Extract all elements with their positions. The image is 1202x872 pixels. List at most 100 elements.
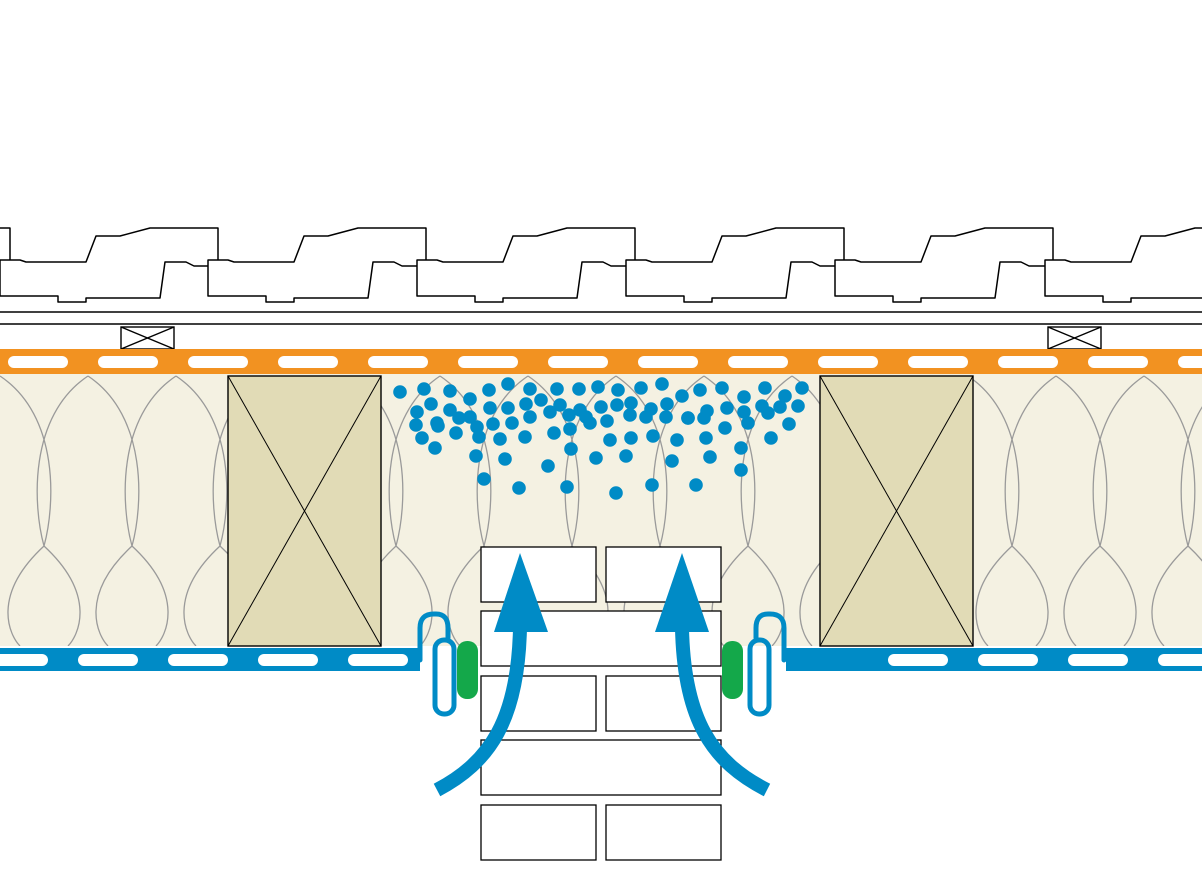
moisture-drop-icon — [523, 382, 537, 396]
moisture-drop-icon — [534, 393, 548, 407]
moisture-drop-icon — [715, 381, 729, 395]
batten-lines — [0, 311, 1202, 325]
moisture-drop-icon — [720, 401, 734, 415]
moisture-drop-icon — [553, 398, 567, 412]
moisture-drop-icon — [572, 382, 586, 396]
moisture-drop-icon — [415, 431, 429, 445]
roof-tile-icon — [0, 227, 219, 303]
roof-tile-icon — [207, 227, 427, 303]
batten-icon — [1047, 326, 1102, 350]
moisture-drop-icon — [547, 426, 561, 440]
moisture-drop-icon — [591, 380, 605, 394]
moisture-drop-icon — [737, 405, 751, 419]
rafters — [227, 375, 974, 647]
moisture-drop-icon — [741, 416, 755, 430]
moisture-drop-icon — [623, 408, 637, 422]
moisture-drop-icon — [501, 377, 515, 391]
moisture-drop-icon — [634, 381, 648, 395]
moisture-drop-icon — [624, 431, 638, 445]
moisture-drop-icon — [482, 383, 496, 397]
sealant-icon — [457, 641, 478, 699]
counter-battens — [120, 326, 1102, 350]
vapour-barrier — [0, 648, 1202, 671]
moisture-drop-icon — [541, 459, 555, 473]
sealant-beads — [457, 641, 743, 699]
moisture-drop-icon — [463, 410, 477, 424]
moisture-drop-icon — [452, 411, 466, 425]
moisture-drop-icon — [665, 454, 679, 468]
moisture-drop-icon — [472, 430, 486, 444]
moisture-drop-icon — [583, 416, 597, 430]
moisture-drop-icon — [563, 422, 577, 436]
moisture-drop-icon — [501, 401, 515, 415]
moisture-drop-icon — [486, 417, 500, 431]
moisture-drop-icon — [670, 433, 684, 447]
moisture-drop-icon — [523, 410, 537, 424]
moisture-drop-icon — [639, 410, 653, 424]
moisture-drop-icon — [659, 410, 673, 424]
moisture-drop-icon — [550, 382, 564, 396]
moisture-drop-icon — [795, 381, 809, 395]
moisture-drop-icon — [594, 400, 608, 414]
sealant-icon — [722, 641, 743, 699]
moisture-drop-icon — [443, 403, 457, 417]
airflow-arrow-icon — [433, 553, 548, 797]
moisture-drops — [393, 377, 809, 500]
moisture-drop-icon — [543, 405, 557, 419]
moisture-drop-icon — [758, 381, 772, 395]
moisture-drop-icon — [498, 452, 512, 466]
underlay-membrane — [0, 349, 1202, 374]
moisture-drop-icon — [734, 441, 748, 455]
moisture-drop-icon — [693, 383, 707, 397]
moisture-drop-icon — [609, 486, 623, 500]
moisture-drop-icon — [655, 377, 669, 391]
moisture-drop-icon — [718, 421, 732, 435]
brick-icon — [480, 546, 597, 603]
moisture-drop-icon — [483, 401, 497, 415]
moisture-drop-icon — [689, 478, 703, 492]
moisture-drop-icon — [761, 406, 775, 420]
moisture-drop-icon — [611, 383, 625, 397]
moisture-drop-icon — [603, 433, 617, 447]
moisture-drop-icon — [703, 450, 717, 464]
moisture-drop-icon — [410, 405, 424, 419]
moisture-drop-icon — [564, 442, 578, 456]
moisture-drop-icon — [560, 480, 574, 494]
rafter-icon — [227, 375, 382, 647]
moisture-drop-icon — [409, 418, 423, 432]
roof-tile-icon — [0, 227, 11, 267]
moisture-drop-icon — [463, 392, 477, 406]
moisture-drop-icon — [610, 398, 624, 412]
moisture-drop-icon — [428, 441, 442, 455]
moisture-drop-icon — [477, 472, 491, 486]
moisture-drop-icon — [393, 385, 407, 399]
moisture-drop-icon — [624, 396, 638, 410]
moisture-drop-icon — [782, 417, 796, 431]
moisture-drop-icon — [589, 451, 603, 465]
moisture-drop-icon — [449, 426, 463, 440]
moisture-drop-icon — [562, 408, 576, 422]
moisture-drop-icon — [734, 463, 748, 477]
membrane-connection — [417, 611, 787, 717]
brick-icon — [480, 804, 597, 861]
roof-tile-icon — [834, 227, 1054, 303]
brick-icon — [605, 804, 722, 861]
moisture-drop-icon — [646, 429, 660, 443]
moisture-drop-icon — [493, 432, 507, 446]
moisture-drop-icon — [519, 397, 533, 411]
moisture-drop-icon — [600, 414, 614, 428]
moisture-drop-icon — [675, 389, 689, 403]
rafter-icon — [819, 375, 974, 647]
moisture-drop-icon — [505, 416, 519, 430]
moisture-drop-icon — [512, 481, 526, 495]
airflow-arrows — [433, 553, 771, 797]
moisture-drop-icon — [645, 478, 659, 492]
moisture-drop-icon — [518, 430, 532, 444]
moisture-drop-icon — [469, 449, 483, 463]
moisture-drop-icon — [424, 397, 438, 411]
moisture-drop-icon — [443, 384, 457, 398]
moisture-drop-icon — [737, 390, 751, 404]
moisture-drop-icon — [431, 419, 445, 433]
moisture-drop-icon — [778, 389, 792, 403]
